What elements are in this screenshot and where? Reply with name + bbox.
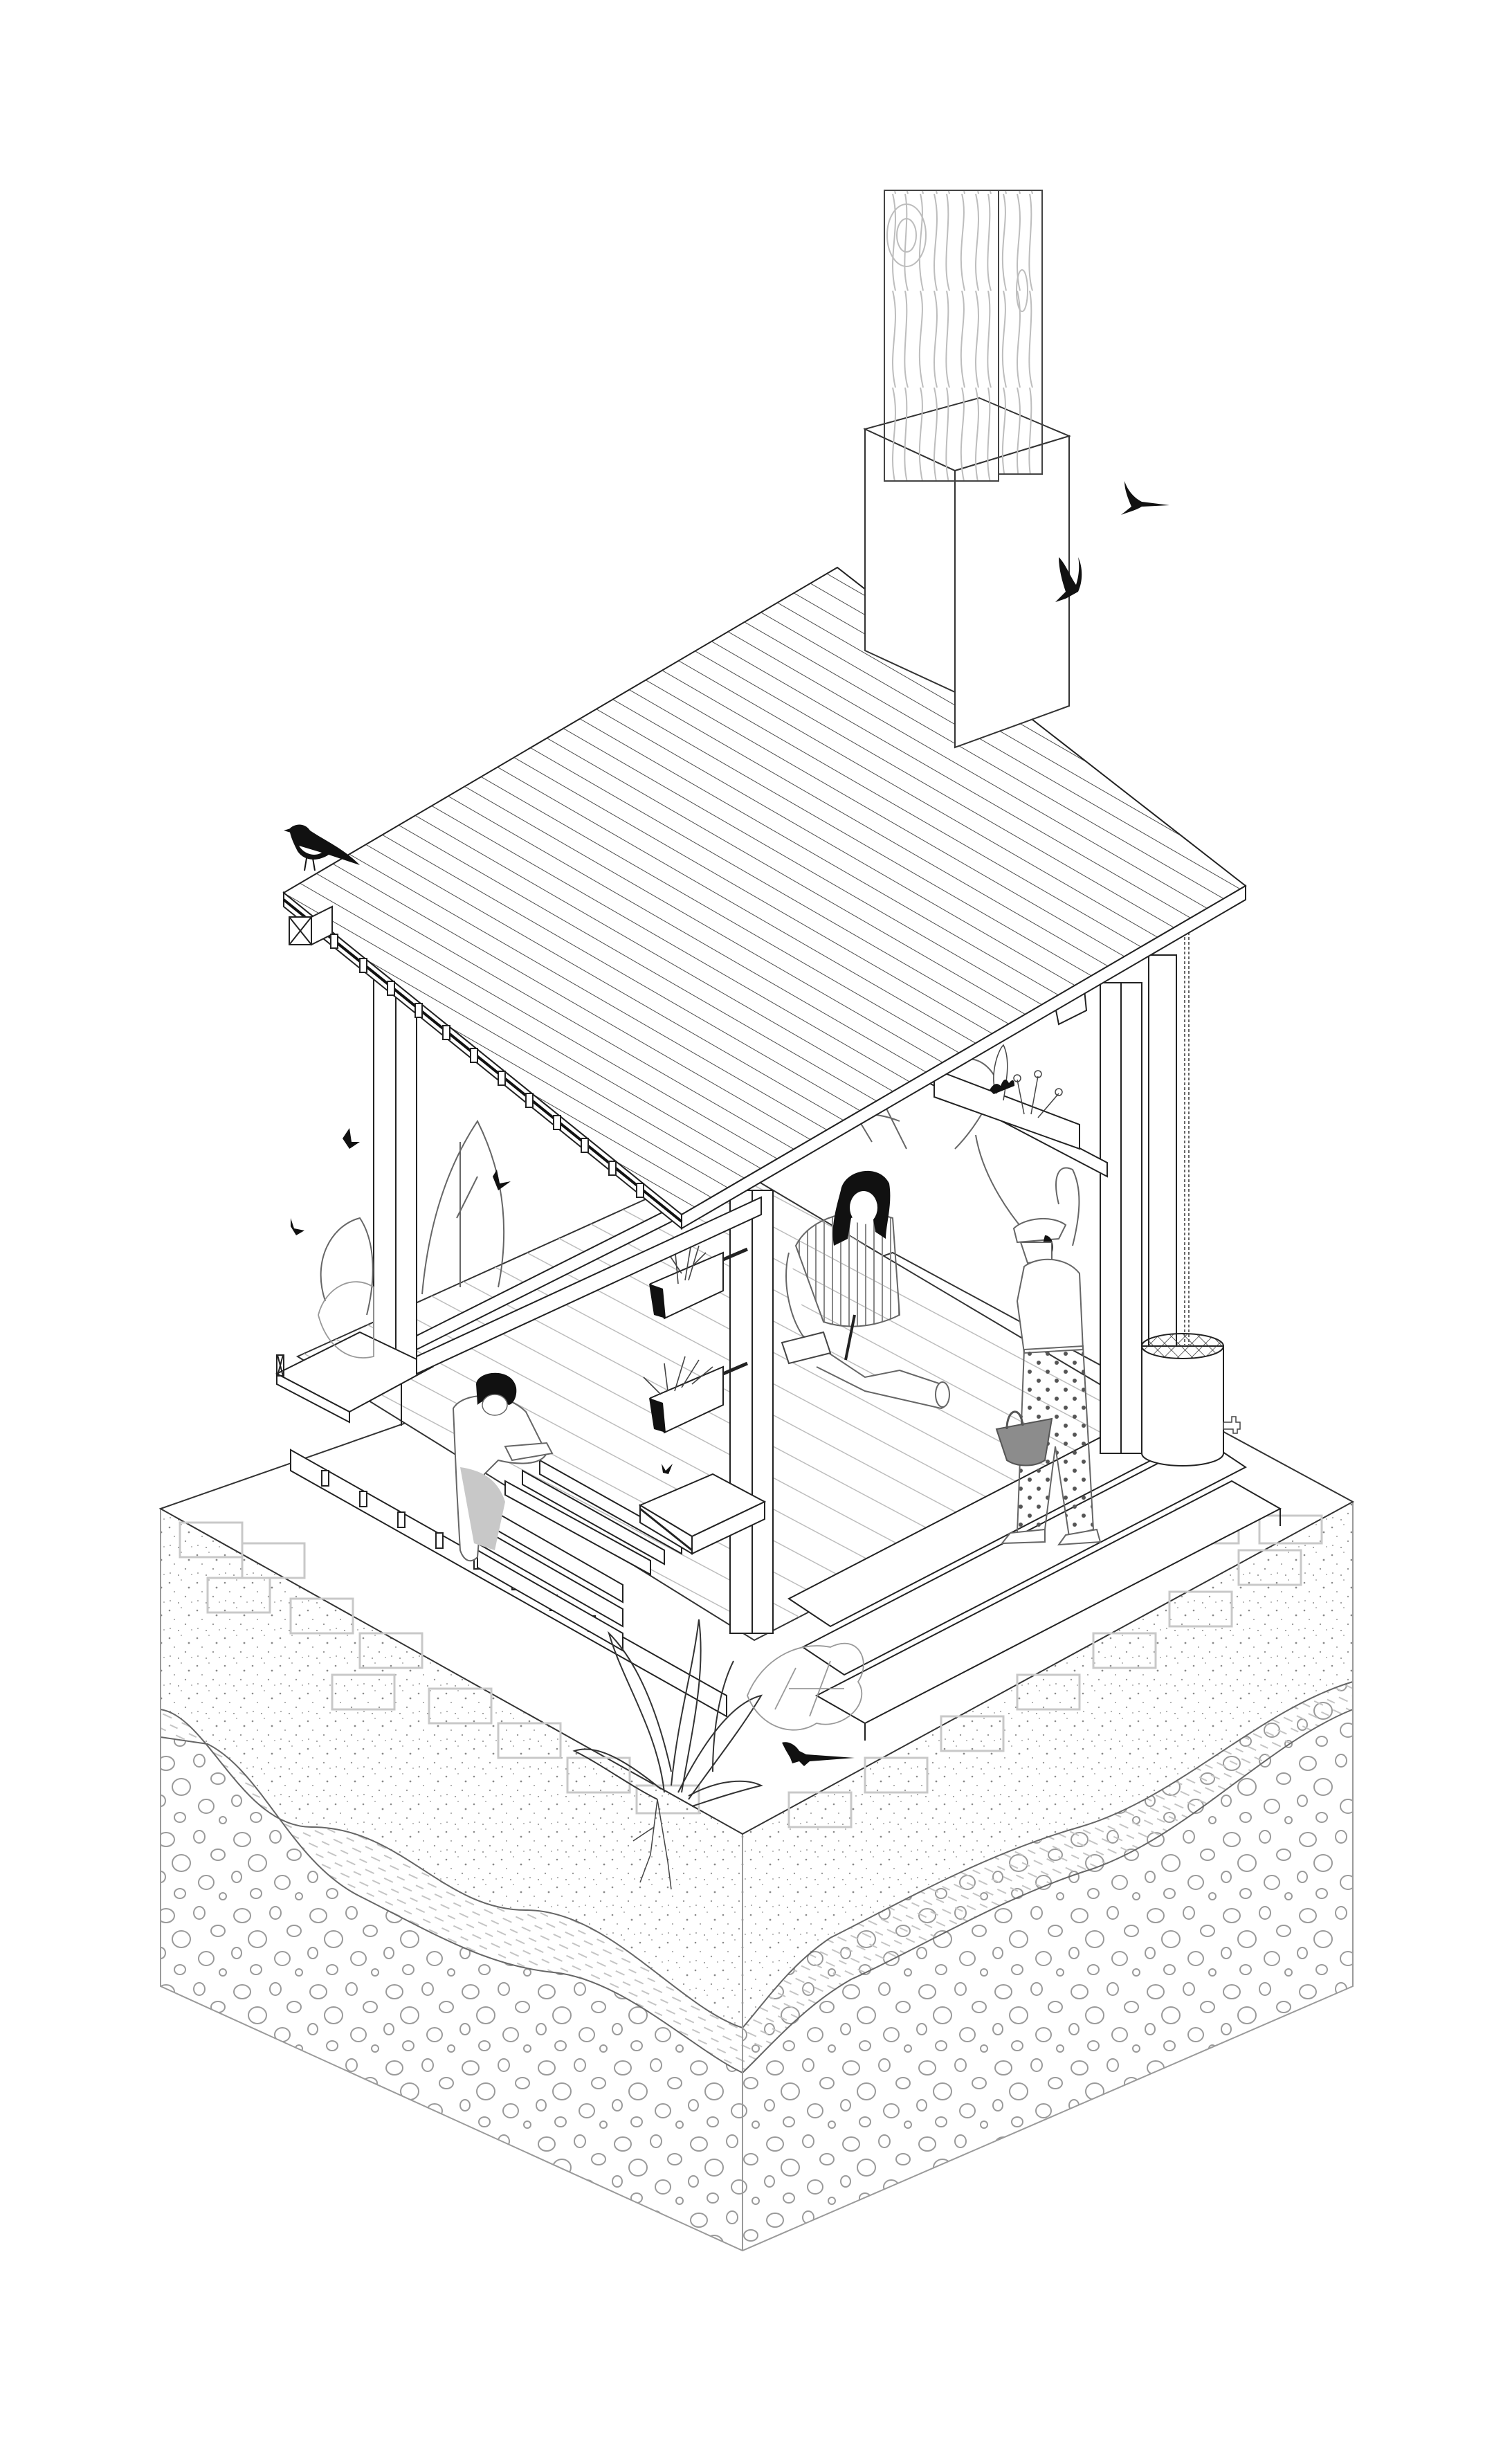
steps <box>787 1397 1282 1741</box>
roof-gutter <box>681 884 1246 1230</box>
side-ledge <box>275 1331 435 1426</box>
person-sitting-floor <box>781 1170 950 1410</box>
bench <box>477 1459 767 1652</box>
front-plants <box>572 1619 763 1890</box>
lizard-icon <box>782 1742 855 1766</box>
bench-plank-top <box>539 1459 682 1555</box>
barrel-tap-icon <box>1223 1416 1241 1434</box>
shirt <box>1016 1258 1084 1354</box>
beam-end <box>289 905 333 946</box>
person-sitting-bench <box>452 1372 554 1562</box>
person-standing <box>995 1217 1102 1546</box>
cap <box>1012 1217 1067 1244</box>
planters-front <box>643 1238 748 1434</box>
back-left-rail <box>416 1196 762 1375</box>
butterfly-icon-3 <box>493 1170 511 1190</box>
column-face-right <box>998 190 1043 475</box>
swallow-icon-1 <box>1121 481 1169 515</box>
bucket <box>995 1417 1053 1466</box>
butterfly-icon-2 <box>291 1218 304 1235</box>
caterpillar <box>990 1079 1014 1094</box>
swallow-icon-2 <box>1055 557 1082 602</box>
rain-barrel <box>1141 1333 1241 1466</box>
magpie-icon <box>284 824 360 871</box>
planter-upper <box>649 1238 748 1320</box>
left-shrub <box>318 1281 374 1359</box>
butterfly-icon-4 <box>662 1464 673 1474</box>
timber-column <box>863 190 1071 749</box>
planter-lower <box>643 1356 748 1434</box>
planter-rear-middle <box>933 1068 1080 1150</box>
column-face-left <box>884 190 999 482</box>
front-shrub <box>747 1642 864 1731</box>
soil-block <box>160 1502 1354 2252</box>
roots <box>632 1799 672 1890</box>
book <box>781 1331 832 1365</box>
barrel-mesh-lid <box>1141 1333 1224 1359</box>
rain-chain <box>1184 927 1190 1346</box>
butterfly-icon-1 <box>343 1128 360 1149</box>
rafter-tails <box>330 934 644 1198</box>
